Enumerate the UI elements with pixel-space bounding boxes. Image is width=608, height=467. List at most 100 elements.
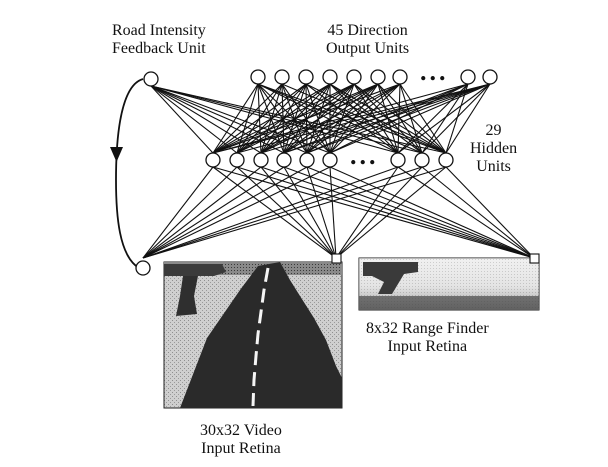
hidden-unit-node [229,152,245,168]
output-units-ellipsis: ... [420,57,449,86]
connection-lines [142,83,535,259]
range-retina-label: 8x32 Range Finder Input Retina [366,320,489,356]
hidden-feedback-connection [150,85,447,154]
range-obstacle [363,262,418,294]
hidden-output-connection [236,83,259,154]
input-hidden-connection [335,166,447,259]
hidden-feedback-connection [150,85,331,154]
range-retina-label-line2: Input Retina [387,338,468,355]
hidden-output-connection [353,83,447,154]
output-unit-node [392,69,408,85]
output-unit-node [370,69,386,85]
video-tree-trunk [176,276,198,316]
hidden-output-connection [281,83,447,154]
output-units-label-line1: 45 Direction [327,22,408,39]
video-road-surface [180,262,342,408]
hidden-feedback-connection [150,85,214,154]
hidden-output-connection [445,83,469,154]
output-unit-node [298,69,314,85]
hidden-feedback-connection [150,85,423,154]
input-hidden-connection [306,166,337,259]
hidden-feedback-connection [150,85,285,154]
video-input-retina [163,261,343,409]
hidden-unit-node [253,152,269,168]
video-tree-canopy [164,264,226,276]
hidden-output-connection [399,83,447,154]
hidden-output-connection [421,83,469,154]
input-hidden-connection [142,166,331,259]
range-finder-input-retina [358,257,540,311]
hidden-units-label-line2: Hidden [470,140,518,157]
input-hidden-connection [329,166,535,259]
hidden-units-label: 29 Hidden Units [470,122,517,176]
hidden-unit-node [205,152,221,168]
input-hidden-connection [236,166,535,259]
output-unit-node [274,69,290,85]
input-hidden-connection [142,166,214,259]
hidden-unit-node [414,152,430,168]
input-hidden-connection [142,166,238,259]
input-hidden-connection [260,166,337,259]
hidden-output-connection [445,83,491,154]
hidden-unit-node [276,152,292,168]
video-retina-label-line2: Input Retina [201,440,281,457]
feedback-unit-label-line2: Feedback Unit [112,40,206,57]
feedback-unit-node [143,71,159,87]
hidden-output-connection [257,83,447,154]
input-hidden-connection [283,166,535,259]
hidden-output-connection [329,83,447,154]
hidden-unit-node [322,152,338,168]
input-hidden-connection [142,166,262,259]
input-hidden-connection [142,166,308,259]
feedback-unit-label: Road Intensity Feedback Unit [112,22,206,58]
hidden-units-label-line1: 29 [485,122,502,139]
video-retina-label: 30x32 Video Input Retina [200,422,282,458]
input-hidden-connection [142,166,285,259]
input-hidden-connection [212,166,337,259]
hidden-output-connection [397,83,401,154]
output-unit-node [250,69,266,85]
output-unit-node [482,69,498,85]
hidden-feedback-connection [150,85,308,154]
input-hidden-connection [142,166,423,259]
feedback-loop-arc [115,78,144,269]
output-unit-node [346,69,362,85]
input-hidden-connection [335,166,423,259]
feedback-unit-label-line1: Road Intensity [112,22,206,39]
hidden-output-connection [212,83,259,154]
output-unit-node [460,69,476,85]
input-hidden-connection [283,166,337,259]
video-retina-corner-unit [331,253,342,264]
input-hidden-connection [335,166,399,259]
hidden-output-connection [305,83,447,154]
input-hidden-connection [236,166,337,259]
hidden-output-connection [377,83,447,154]
hidden-units-label-line3: Units [476,158,511,175]
output-units-label: 45 Direction Output Units [326,22,409,58]
hidden-unit-node [299,152,315,168]
input-hidden-connection [306,166,535,259]
hidden-feedback-connection [150,85,399,154]
feedback-input-node [135,260,151,276]
input-hidden-connection [397,166,535,259]
hidden-output-connection [397,83,469,154]
input-hidden-connection [260,166,535,259]
hidden-units-ellipsis: ... [350,141,379,170]
video-road-center-line [251,267,270,407]
hidden-output-connection [421,83,491,154]
input-hidden-connection [142,166,447,259]
hidden-feedback-connection [150,85,238,154]
input-hidden-connection [445,166,535,259]
input-hidden-connection [142,166,399,259]
hidden-unit-node [390,152,406,168]
input-hidden-connection [421,166,535,259]
feedback-arrowhead [110,147,123,162]
input-hidden-connection [329,166,337,259]
network-units [135,69,498,276]
range-retina-label-line1: 8x32 Range Finder [366,320,489,337]
video-retina-label-line1: 30x32 Video [200,422,282,439]
range-ground-band [359,296,539,310]
output-units-label-line2: Output Units [326,40,410,57]
